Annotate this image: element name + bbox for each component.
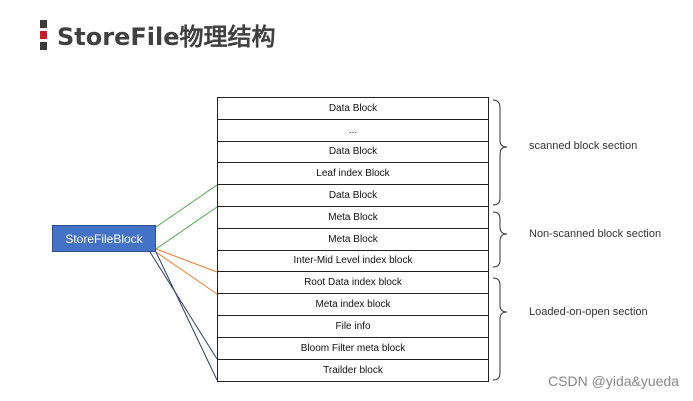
title-bullet-icon bbox=[40, 19, 47, 50]
connector-trailer-top bbox=[149, 251, 218, 360]
brace-non-scanned bbox=[492, 211, 508, 268]
block-row: Meta Block bbox=[218, 207, 488, 229]
block-row: Trailder block bbox=[323, 364, 383, 376]
title-bar: StoreFile物理结构 bbox=[40, 17, 275, 52]
connector-trailer-bottom bbox=[155, 251, 218, 381]
block-row: Data Block bbox=[218, 98, 488, 120]
section-label-non-scanned: Non-scanned block section bbox=[529, 228, 662, 240]
section-label-scanned: scanned block section bbox=[529, 140, 638, 152]
block-row: Inter-Mid Level index block bbox=[218, 251, 488, 273]
storefile-block-box: StoreFileBlock bbox=[52, 225, 156, 252]
storefile-block-stack: Data Block ... Data Block Leaf index Blo… bbox=[217, 97, 489, 383]
page-title: StoreFile物理结构 bbox=[57, 23, 276, 51]
block-row: Bloom Filter meta block bbox=[218, 338, 488, 360]
block-row: ... bbox=[218, 120, 488, 142]
block-row: File info bbox=[218, 316, 488, 338]
brace-scanned bbox=[492, 99, 508, 206]
block-row: Data Block bbox=[218, 185, 488, 207]
block-row: Data Block bbox=[218, 142, 488, 164]
block-row: Root Data index block bbox=[218, 272, 488, 295]
connector-root-index-bottom bbox=[155, 251, 218, 295]
block-row: Leaf index Block bbox=[218, 163, 488, 186]
connector-leaf-index-bottom bbox=[155, 206, 218, 250]
watermark: CSDN @yida&yueda bbox=[548, 373, 679, 389]
brace-loaded-on-open bbox=[492, 277, 508, 381]
connector-leaf-index-top bbox=[155, 184, 218, 228]
section-label-loaded-on-open: Loaded-on-open section bbox=[529, 306, 648, 318]
connector-root-index-top bbox=[155, 248, 218, 273]
block-row: Meta Block bbox=[218, 229, 488, 251]
block-row: Meta index block bbox=[218, 294, 488, 316]
